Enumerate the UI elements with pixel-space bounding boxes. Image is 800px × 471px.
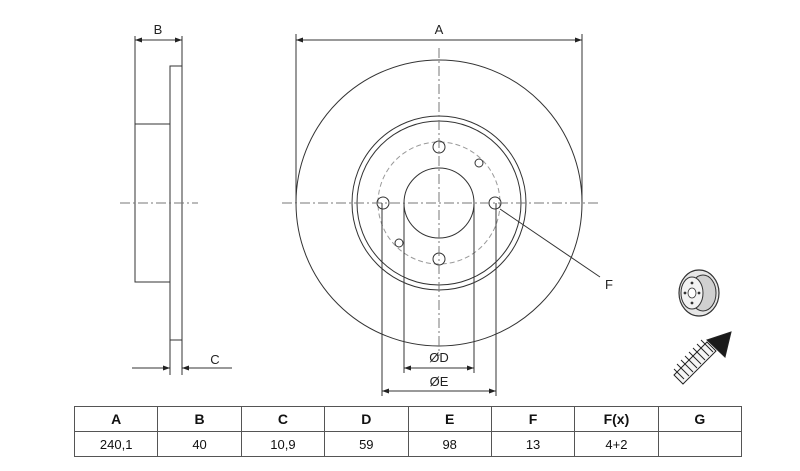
- spec-header-g: G: [657, 406, 743, 432]
- spec-value-d: 59: [324, 431, 409, 457]
- spec-header-f: F: [490, 406, 576, 432]
- spec-value-fx: 4+2: [574, 431, 659, 457]
- spec-header-a: A: [73, 406, 159, 432]
- spec-header-d: D: [324, 406, 409, 432]
- side-view: [120, 36, 232, 375]
- spec-header-c: C: [240, 406, 326, 432]
- spec-value-g: [657, 431, 743, 457]
- technical-drawing: B C: [120, 22, 732, 396]
- spec-header-b: B: [157, 406, 242, 432]
- screw-hole: [394, 238, 404, 248]
- spec-header-fx: F(x): [574, 406, 659, 432]
- dimension-b-label: B: [154, 22, 163, 37]
- spec-value-a: 240,1: [73, 431, 159, 457]
- screw-hole: [474, 158, 484, 168]
- spec-value-e: 98: [407, 431, 492, 457]
- spec-value-b: 40: [157, 431, 242, 457]
- dimension-f-label: F: [605, 277, 613, 292]
- dimension-e-label: ØE: [430, 374, 449, 389]
- front-view: [282, 34, 601, 396]
- countersunk-screw-icon: [673, 331, 732, 385]
- brake-disc-thumbnail-icon: [678, 269, 720, 317]
- dimension-d-label: ØD: [429, 350, 449, 365]
- spec-header-e: E: [407, 406, 492, 432]
- dimension-c-label: C: [210, 352, 219, 367]
- spec-table-header-row: A B C D E F F(x) G: [73, 406, 743, 432]
- spec-value-c: 10,9: [240, 431, 326, 457]
- spec-table-value-row: 240,1 40 10,9 59 98 13 4+2: [73, 431, 743, 457]
- spec-value-f: 13: [490, 431, 576, 457]
- dimension-f-leader: [499, 208, 601, 278]
- spec-table: A B C D E F F(x) G 240,1 40 10,9 59 98 1…: [73, 406, 743, 457]
- dimension-a-label: A: [435, 22, 444, 37]
